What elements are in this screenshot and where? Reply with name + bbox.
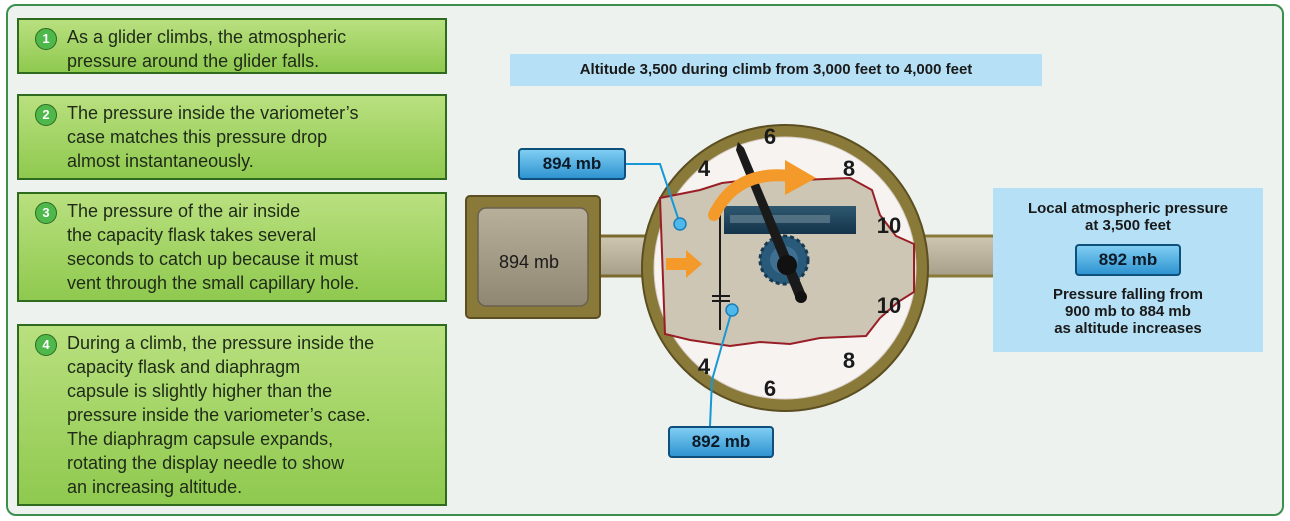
capacity-flask-inner <box>477 207 589 307</box>
case-pressure-badge: 894 mb <box>518 148 626 180</box>
dial-upper-8: 8 <box>843 156 855 181</box>
outlet-pipe <box>916 234 1002 278</box>
step-4: 4 During a climb, the pressure inside th… <box>17 324 447 506</box>
flow-arrow <box>666 258 688 270</box>
capsule-callout-leader <box>709 309 733 427</box>
dial-upper-6: 6 <box>764 124 776 149</box>
dial-lower-8: 8 <box>843 348 855 373</box>
step-number: 2 <box>35 104 57 126</box>
dial-lower-4: 4 <box>698 354 711 379</box>
local-pressure-badge: 892 mb <box>1075 244 1181 276</box>
case-callout-leader <box>626 163 681 225</box>
local-pressure-title: Local atmospheric pressure at 3,500 feet <box>1027 200 1229 234</box>
dial-lower-10: 10 <box>877 293 901 318</box>
dial-upper-4: 4 <box>698 156 711 181</box>
step-text: The pressure of the air inside the capac… <box>67 201 360 293</box>
step-2: 2 The pressure inside the variometer’s c… <box>17 94 447 180</box>
rotation-arrow <box>708 169 796 221</box>
step-number: 4 <box>35 334 57 356</box>
capsule-pressure-badge: 892 mb <box>668 426 774 458</box>
step-text: As a glider climbs, the atmospheric pres… <box>67 27 347 71</box>
step-3: 3 The pressure of the air inside the cap… <box>17 192 447 302</box>
dial-lower-6: 6 <box>764 376 776 401</box>
flask-pressure-label: 894 mb <box>499 252 559 272</box>
local-pressure-panel: Local atmospheric pressure at 3,500 feet… <box>993 188 1263 352</box>
step-1: 1 As a glider climbs, the atmospheric pr… <box>17 18 447 74</box>
local-pressure-note: Pressure falling from 900 mb to 884 mb a… <box>1052 286 1204 337</box>
step-number: 1 <box>35 28 57 50</box>
step-text: During a climb, the pressure inside the … <box>67 333 375 497</box>
step-text: The pressure inside the variometer’s cas… <box>67 103 359 171</box>
step-number: 3 <box>35 202 57 224</box>
dial-upper-10: 10 <box>877 213 901 238</box>
altitude-caption: Altitude 3,500 during climb from 3,000 f… <box>510 54 1042 86</box>
